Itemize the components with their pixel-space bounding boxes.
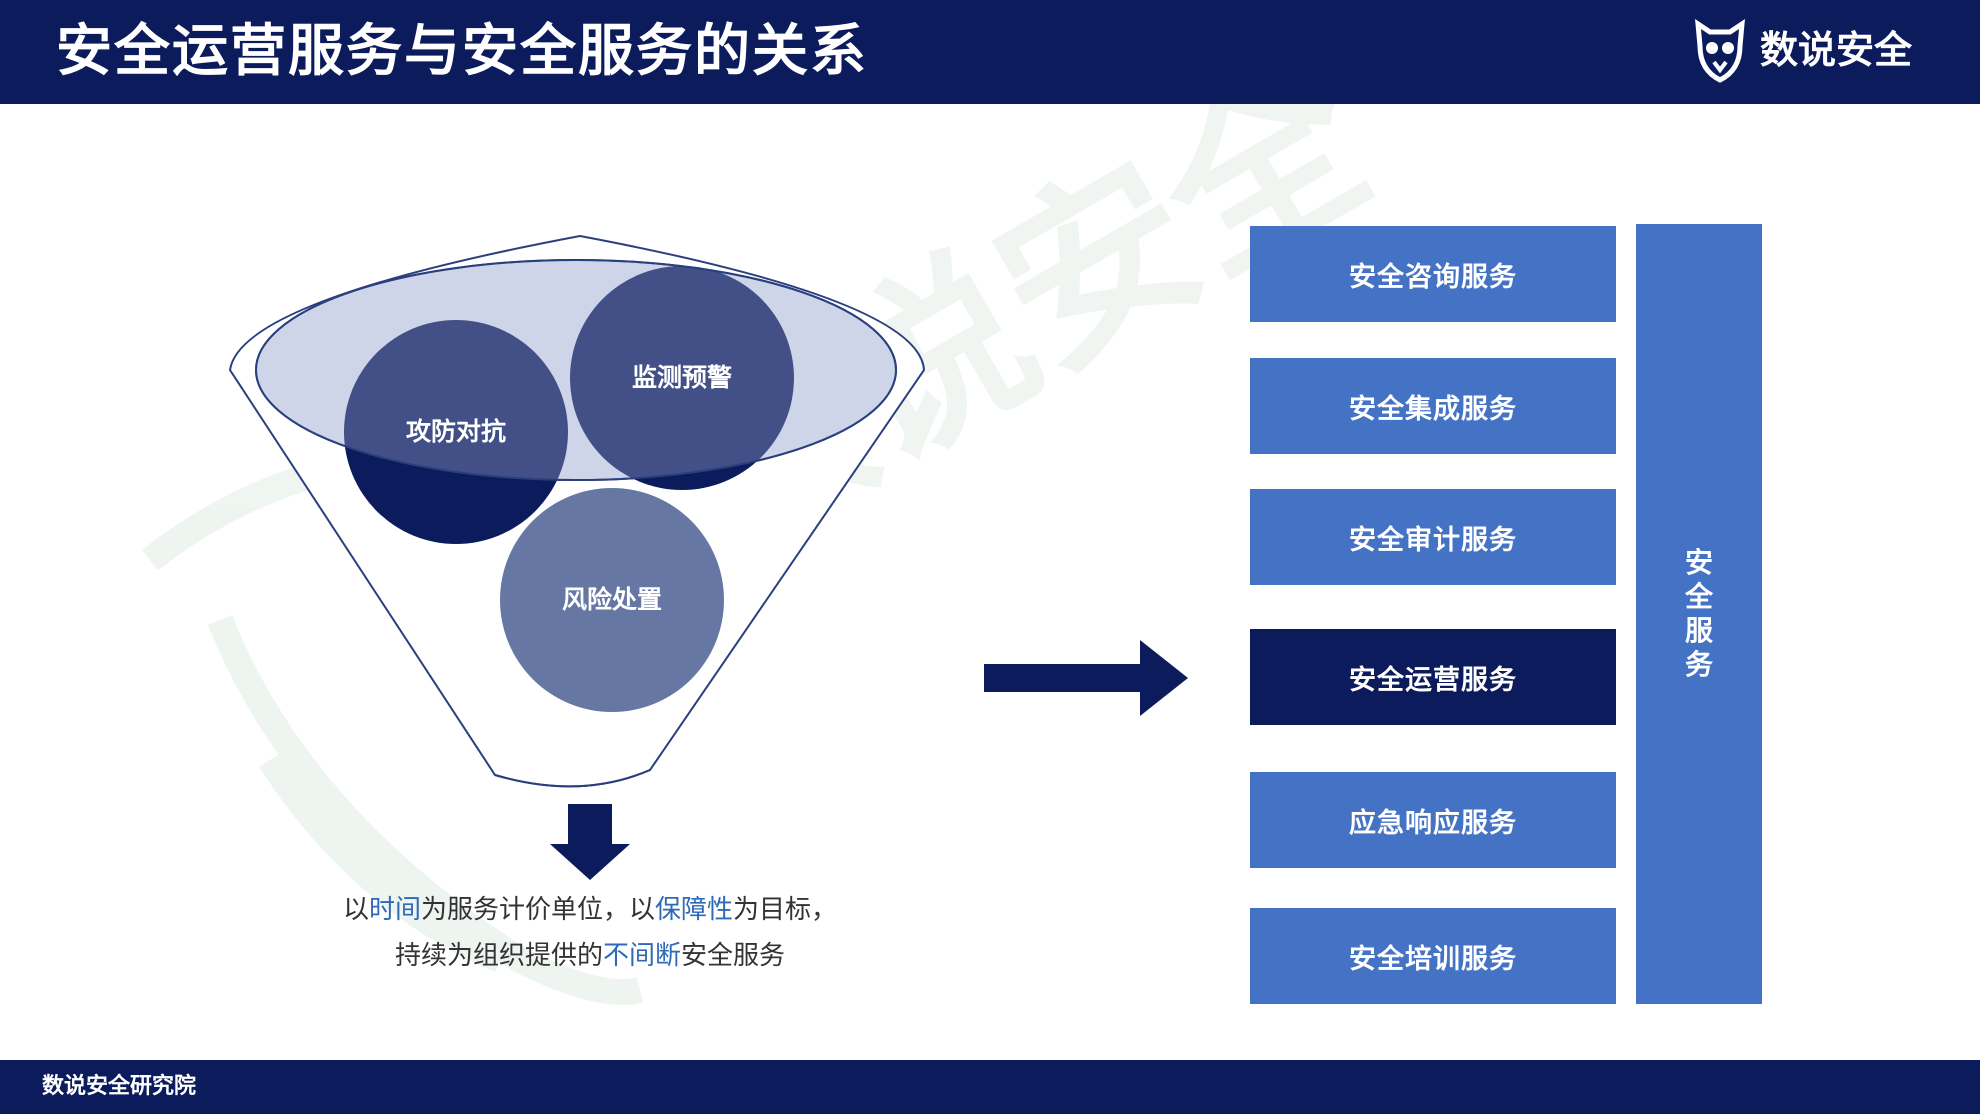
- caption-text: 安全服务: [681, 941, 786, 971]
- funnel-top-ellipse-overlay: [255, 259, 897, 481]
- service-training: 安全培训服务: [1250, 908, 1616, 1004]
- footer-bar: 数说安全研究院: [0, 1060, 1980, 1114]
- caption-text: 为服务计价单位，以: [420, 895, 655, 925]
- service-emergency-response: 应急响应服务: [1250, 772, 1616, 868]
- caption-highlight: 不间断: [602, 941, 681, 971]
- circle-label-monitoring: 监测预警: [631, 363, 732, 392]
- caption-line-2: 持续为组织提供的不间断安全服务: [240, 939, 940, 973]
- circle-monitoring: [570, 266, 794, 490]
- circle-label-attack-defense: 攻防对抗: [405, 417, 506, 446]
- caption-text: 持续为组织提供的: [394, 941, 603, 971]
- service-group-label: 安全服务: [1684, 546, 1713, 681]
- circle-risk-handling: [500, 488, 724, 712]
- service-audit: 安全审计服务: [1250, 489, 1616, 585]
- caption-text: 以: [342, 895, 369, 925]
- circle-label-risk-handling: 风险处置: [561, 585, 662, 614]
- right-arrow-icon: [984, 640, 1188, 716]
- service-group-bar: 安全服务: [1636, 224, 1762, 1004]
- service-integration: 安全集成服务: [1250, 358, 1616, 454]
- caption-line-1: 以时间为服务计价单位，以保障性为目标，: [240, 893, 940, 927]
- service-operations: 安全运营服务: [1250, 629, 1616, 725]
- funnel-bottom-ring: [494, 769, 651, 788]
- down-arrow-icon: [550, 804, 630, 880]
- circle-attack-defense: [344, 320, 568, 544]
- caption-highlight: 保障性: [655, 895, 734, 925]
- footer-text: 数说安全研究院: [42, 1074, 197, 1099]
- page-title: 安全运营服务与安全服务的关系: [56, 19, 868, 84]
- brand-logo: 数说安全: [1692, 16, 1932, 86]
- header-bar: 安全运营服务与安全服务的关系 数说安全: [0, 0, 1980, 104]
- caption-highlight: 时间: [368, 895, 421, 925]
- service-consulting: 安全咨询服务: [1250, 226, 1616, 322]
- caption-text: 为目标，: [733, 895, 838, 925]
- owl-logo-icon: [1695, 19, 1745, 83]
- logo-text: 数说安全: [1760, 28, 1913, 72]
